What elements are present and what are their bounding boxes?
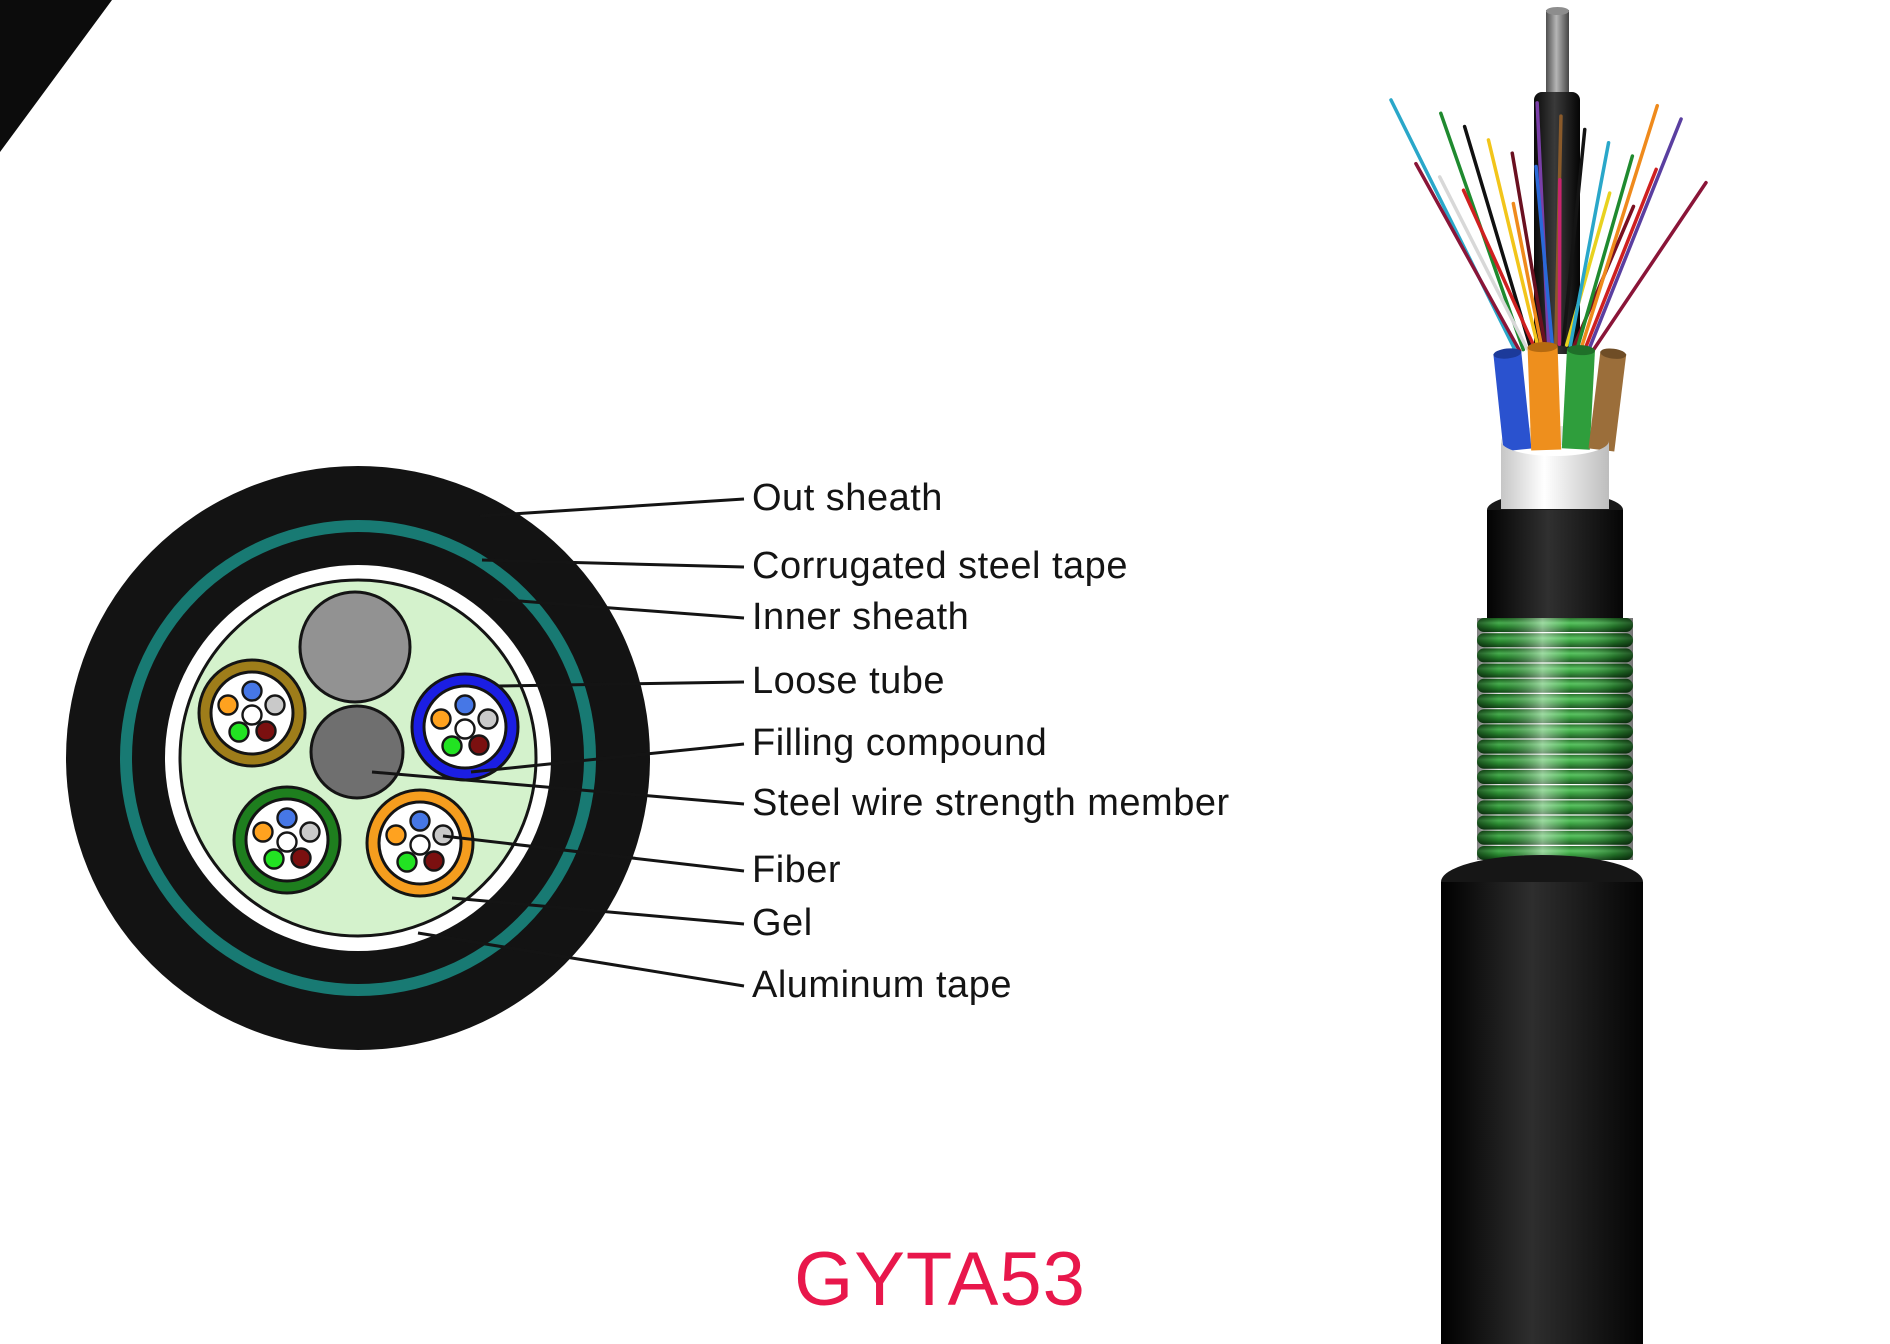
tube-top-orange <box>1527 342 1558 353</box>
fiber-strand <box>1579 103 1660 351</box>
loose-tubes-3d <box>1493 342 1627 452</box>
loose-tube <box>232 785 342 895</box>
fiber-strand <box>1534 164 1554 346</box>
fiber-dot <box>441 735 463 757</box>
leader-fiber <box>442 834 745 873</box>
fiber-strand <box>1510 151 1547 347</box>
inner-sheath-3d <box>1487 510 1623 624</box>
fiber-dot <box>409 834 431 856</box>
product-title: GYTA53 <box>794 1237 1086 1322</box>
loose-tubes <box>197 658 520 898</box>
tube-top-brown <box>1600 348 1627 359</box>
fiber-strand <box>1568 141 1611 348</box>
fiber-strand <box>1461 188 1536 349</box>
loose-tube-3d-brown <box>1588 351 1627 452</box>
cable-3d <box>1389 7 1708 1344</box>
steel-rod-top <box>1546 7 1569 15</box>
fiber-dot <box>252 821 274 843</box>
loose-tube-3d-green <box>1561 348 1596 450</box>
leader-gel <box>451 896 745 926</box>
fiber-strand <box>1575 154 1635 350</box>
fiber-strand <box>1389 98 1518 354</box>
loose-tube <box>365 788 475 898</box>
corrugation-shading <box>1477 618 1633 860</box>
leader-lines <box>371 497 745 988</box>
leader-corrugated-steel-tape <box>481 558 745 569</box>
leader-steel-wire <box>371 770 745 806</box>
fiber-dot <box>217 694 239 716</box>
fiber-dot <box>290 847 312 869</box>
fiber-dot <box>255 720 277 742</box>
fiber-fan <box>1389 98 1708 354</box>
leader-aluminum-tape <box>417 931 745 988</box>
fiber-dot <box>276 807 298 829</box>
fiber-dot <box>468 734 490 756</box>
fiber-dot <box>299 821 321 843</box>
fiber-dot <box>396 851 418 873</box>
loose-tube-3d-blue <box>1493 351 1532 452</box>
loose-tube <box>197 658 307 768</box>
fiber-dot <box>241 680 263 702</box>
fiber-strand <box>1561 127 1587 347</box>
fiber-strand <box>1486 138 1540 348</box>
leader-out-sheath <box>479 497 745 518</box>
fiber-dot <box>241 704 263 726</box>
fiber-dot <box>264 694 286 716</box>
fiber-strand <box>1586 117 1683 353</box>
fiber-strand <box>1583 167 1658 352</box>
fiber-strand <box>1437 175 1529 351</box>
fiber-strand <box>1414 161 1522 353</box>
out-sheath-3d <box>1441 882 1643 1344</box>
steel-rod-3d <box>1546 10 1569 96</box>
fiber-dot <box>423 850 445 872</box>
loose-tube <box>410 672 520 782</box>
fiber-strand <box>1511 201 1544 347</box>
fiber-dot <box>263 848 285 870</box>
fiber-dot <box>432 824 454 846</box>
tube-top-blue <box>1493 348 1522 359</box>
leader-inner-sheath <box>492 597 745 620</box>
fiber-dot <box>454 694 476 716</box>
steel-wire-strength-member <box>309 704 405 800</box>
fiber-strand <box>1590 180 1708 354</box>
fiber-dot <box>430 708 452 730</box>
filling-compound-blob <box>298 590 412 704</box>
loose-tube-3d-orange <box>1527 345 1562 451</box>
tube-top-green <box>1566 345 1595 356</box>
fiber-dot <box>477 708 499 730</box>
cross-section <box>66 466 650 1050</box>
fiber-dot <box>409 810 431 832</box>
fiber-dot <box>385 824 407 846</box>
aluminum-tape-3d <box>1501 441 1609 509</box>
leader-filling-compound <box>470 742 745 774</box>
fiber-dot <box>228 721 250 743</box>
leader-loose-tube <box>497 680 745 688</box>
fiber-dot <box>454 718 476 740</box>
fiber-dot <box>276 831 298 853</box>
